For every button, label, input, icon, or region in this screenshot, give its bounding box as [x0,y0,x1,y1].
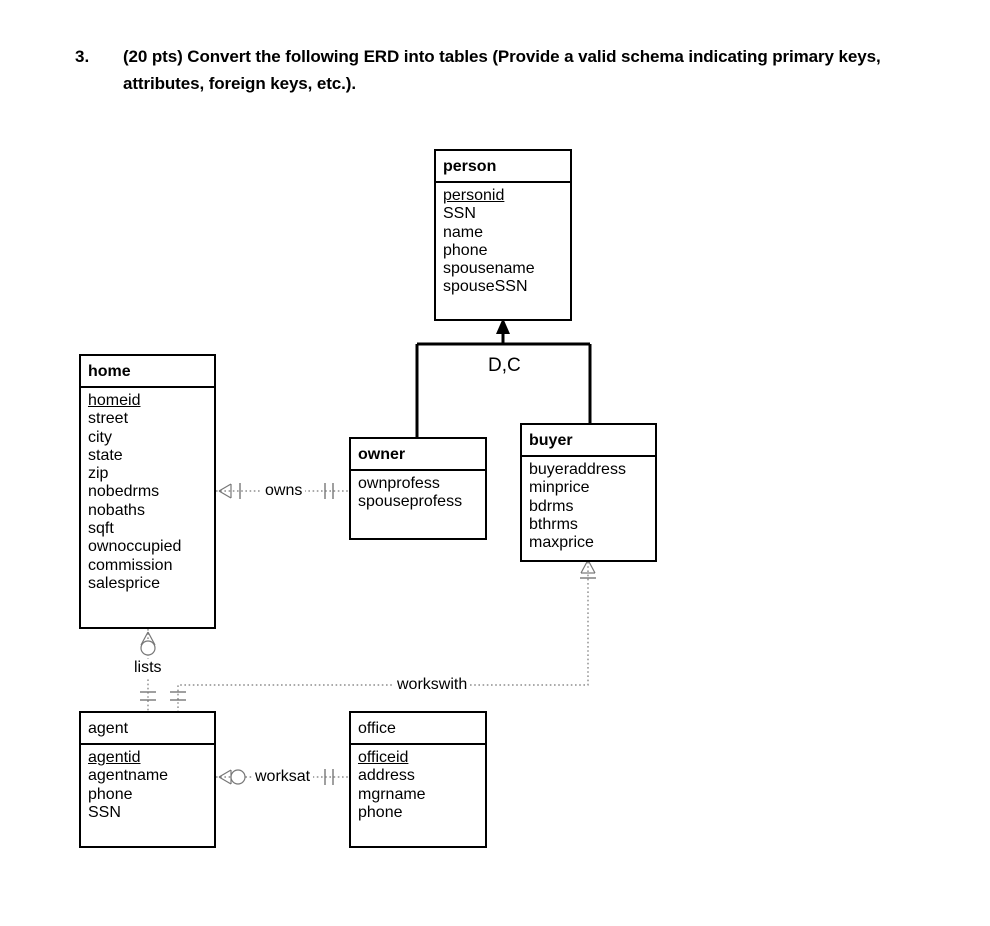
entity-person[interactable]: person personid SSN name phone spousenam… [434,149,572,321]
attribute-homeid: homeid [88,392,141,409]
attribute-zip: zip [88,465,109,483]
attribute-minprice: minprice [529,479,590,497]
attribute-maxprice: maxprice [529,534,594,552]
attribute-ownoccupied: ownoccupied [88,538,182,556]
entity-office[interactable]: office officeid address mgrname phone [349,711,487,848]
entity-agent-attributes: agentid agentname phone SSN [81,745,214,828]
entity-home-title: home [81,356,214,388]
relationship-label-owns: owns [262,482,306,500]
attribute-phone: phone [443,241,488,259]
attribute-agentid: agentid [88,749,141,766]
attribute-address: address [358,767,415,785]
entity-buyer-attributes: buyeraddress minprice bdrms bthrms maxpr… [522,457,655,558]
entity-owner-title: owner [351,439,485,471]
attribute-mgrname: mgrname [358,785,426,803]
entity-office-title: office [351,713,485,745]
attribute-salesprice: salesprice [88,574,161,592]
entity-home[interactable]: home homeid street city state zip nobedr… [79,354,216,629]
attribute-commission: commission [88,556,173,574]
attribute-office-phone: phone [358,803,403,821]
relationship-label-workswith: workswith [394,676,471,694]
attribute-spousessn: spouseSSN [443,278,528,296]
entity-buyer-title: buyer [522,425,655,457]
attribute-street: street [88,410,129,428]
question-block: 3. (20 pts) Convert the following ERD in… [75,43,935,97]
attribute-spouseprofess: spouseprofess [358,493,463,511]
relationship-workswith-connector [170,559,596,716]
attribute-city: city [88,428,112,446]
entity-person-attributes: personid SSN name phone spousename spous… [436,183,570,303]
entity-agent[interactable]: agent agentid agentname phone SSN [79,711,216,848]
attribute-ownprofess: ownprofess [358,475,440,492]
relationship-label-lists: lists [131,659,165,677]
entity-office-attributes: officeid address mgrname phone [351,745,485,828]
attribute-officeid: officeid [358,749,409,766]
attribute-personid: personid [443,187,505,204]
entity-home-attributes: homeid street city state zip nobedrms no… [81,388,214,599]
inheritance-connector [415,318,592,437]
entity-owner[interactable]: owner ownprofess spouseprofess [349,437,487,540]
attribute-buyeraddress: buyeraddress [529,461,626,478]
attribute-bdrms: bdrms [529,497,574,515]
entity-person-title: person [436,151,570,183]
attribute-nobaths: nobaths [88,501,145,519]
question-text: (20 pts) Convert the following ERD into … [123,47,881,93]
attribute-spousename: spousename [443,260,535,278]
attribute-agentname: agentname [88,767,169,785]
entity-owner-attributes: ownprofess spouseprofess [351,471,485,518]
relationship-label-worksat: worksat [252,768,314,786]
attribute-agent-phone: phone [88,785,133,803]
attribute-agent-ssn: SSN [88,803,121,821]
inheritance-constraint-label: D,C [484,355,525,377]
attribute-name: name [443,223,484,241]
entity-buyer[interactable]: buyer buyeraddress minprice bdrms bthrms… [520,423,657,562]
attribute-ssn: SSN [443,205,476,223]
question-number: 3. [75,47,90,66]
attribute-nobedrms: nobedrms [88,483,160,501]
attribute-sqft: sqft [88,520,114,538]
entity-agent-title: agent [81,713,214,745]
attribute-state: state [88,446,123,464]
attribute-bthrms: bthrms [529,515,578,533]
